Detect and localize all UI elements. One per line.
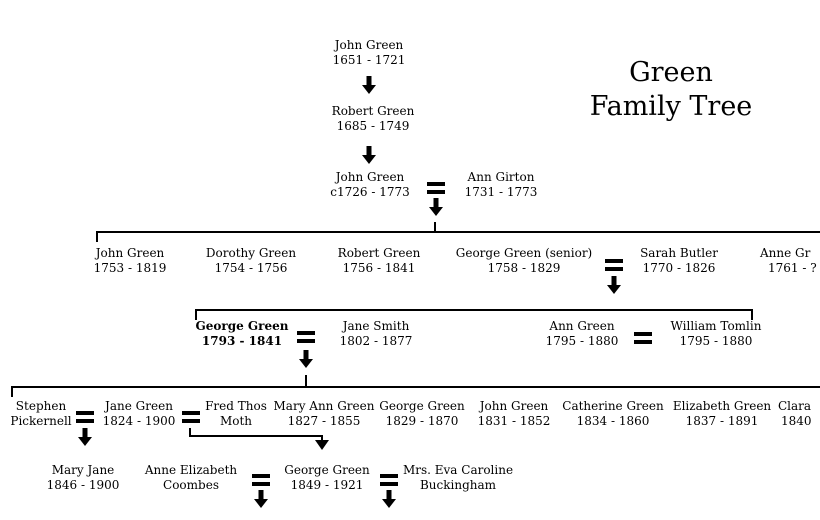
descent-arrow bbox=[382, 490, 396, 508]
marriage-symbol bbox=[427, 182, 445, 194]
descent-arrow bbox=[362, 146, 376, 164]
marriage-symbol bbox=[605, 259, 623, 271]
descent-arrow bbox=[254, 490, 268, 508]
descent-arrow bbox=[429, 198, 443, 216]
marriage-symbol bbox=[252, 474, 270, 486]
marriage-symbol bbox=[297, 331, 315, 343]
descent-arrow bbox=[78, 428, 92, 446]
marriage-symbol bbox=[76, 411, 94, 423]
title-line-2: Family Tree bbox=[589, 91, 753, 122]
marriage-symbol bbox=[634, 332, 652, 344]
diagram-title: Green Family Tree bbox=[590, 56, 753, 124]
descent-arrow bbox=[299, 350, 313, 368]
person-george-green-senior: George Green (senior)1758 - 1829 bbox=[455, 246, 593, 275]
descent-arrow bbox=[362, 76, 376, 94]
marriage-symbol bbox=[182, 411, 200, 423]
title-line-1: Green bbox=[629, 57, 713, 88]
marriage-symbol bbox=[380, 474, 398, 486]
descent-arrow bbox=[607, 276, 621, 294]
